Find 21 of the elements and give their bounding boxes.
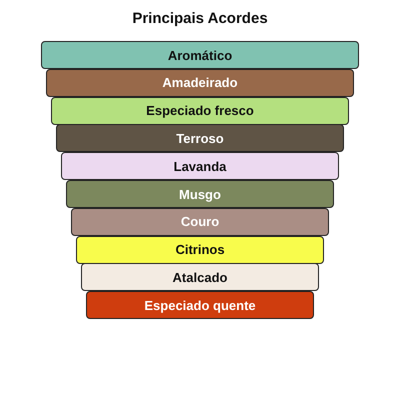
accord-bar [66, 180, 334, 208]
accord-bar [71, 208, 329, 236]
accord-label: Aromático [168, 48, 232, 62]
accord-bar [86, 291, 314, 320]
accord-label: Especiado fresco [146, 103, 254, 118]
accord-bar [56, 124, 344, 152]
accord-bar [61, 152, 339, 180]
accord-bar [81, 263, 319, 292]
accord-label: Atalcado [172, 270, 228, 285]
accord-label: Especiado quente [144, 298, 256, 313]
accord-label: Couro [180, 214, 220, 230]
accord-bar [41, 41, 359, 69]
accord-label: Amadeirado [162, 75, 238, 90]
accord-bar [46, 68, 354, 97]
chart-title: Principais Acordes [132, 10, 268, 27]
accord-label: Citrinos [175, 242, 225, 258]
accord-bar [76, 236, 324, 264]
accord-label: Musgo [179, 186, 221, 202]
accord-bar [51, 96, 349, 125]
accord-label: Lavanda [174, 158, 226, 174]
accord-label: Terroso [176, 130, 224, 146]
